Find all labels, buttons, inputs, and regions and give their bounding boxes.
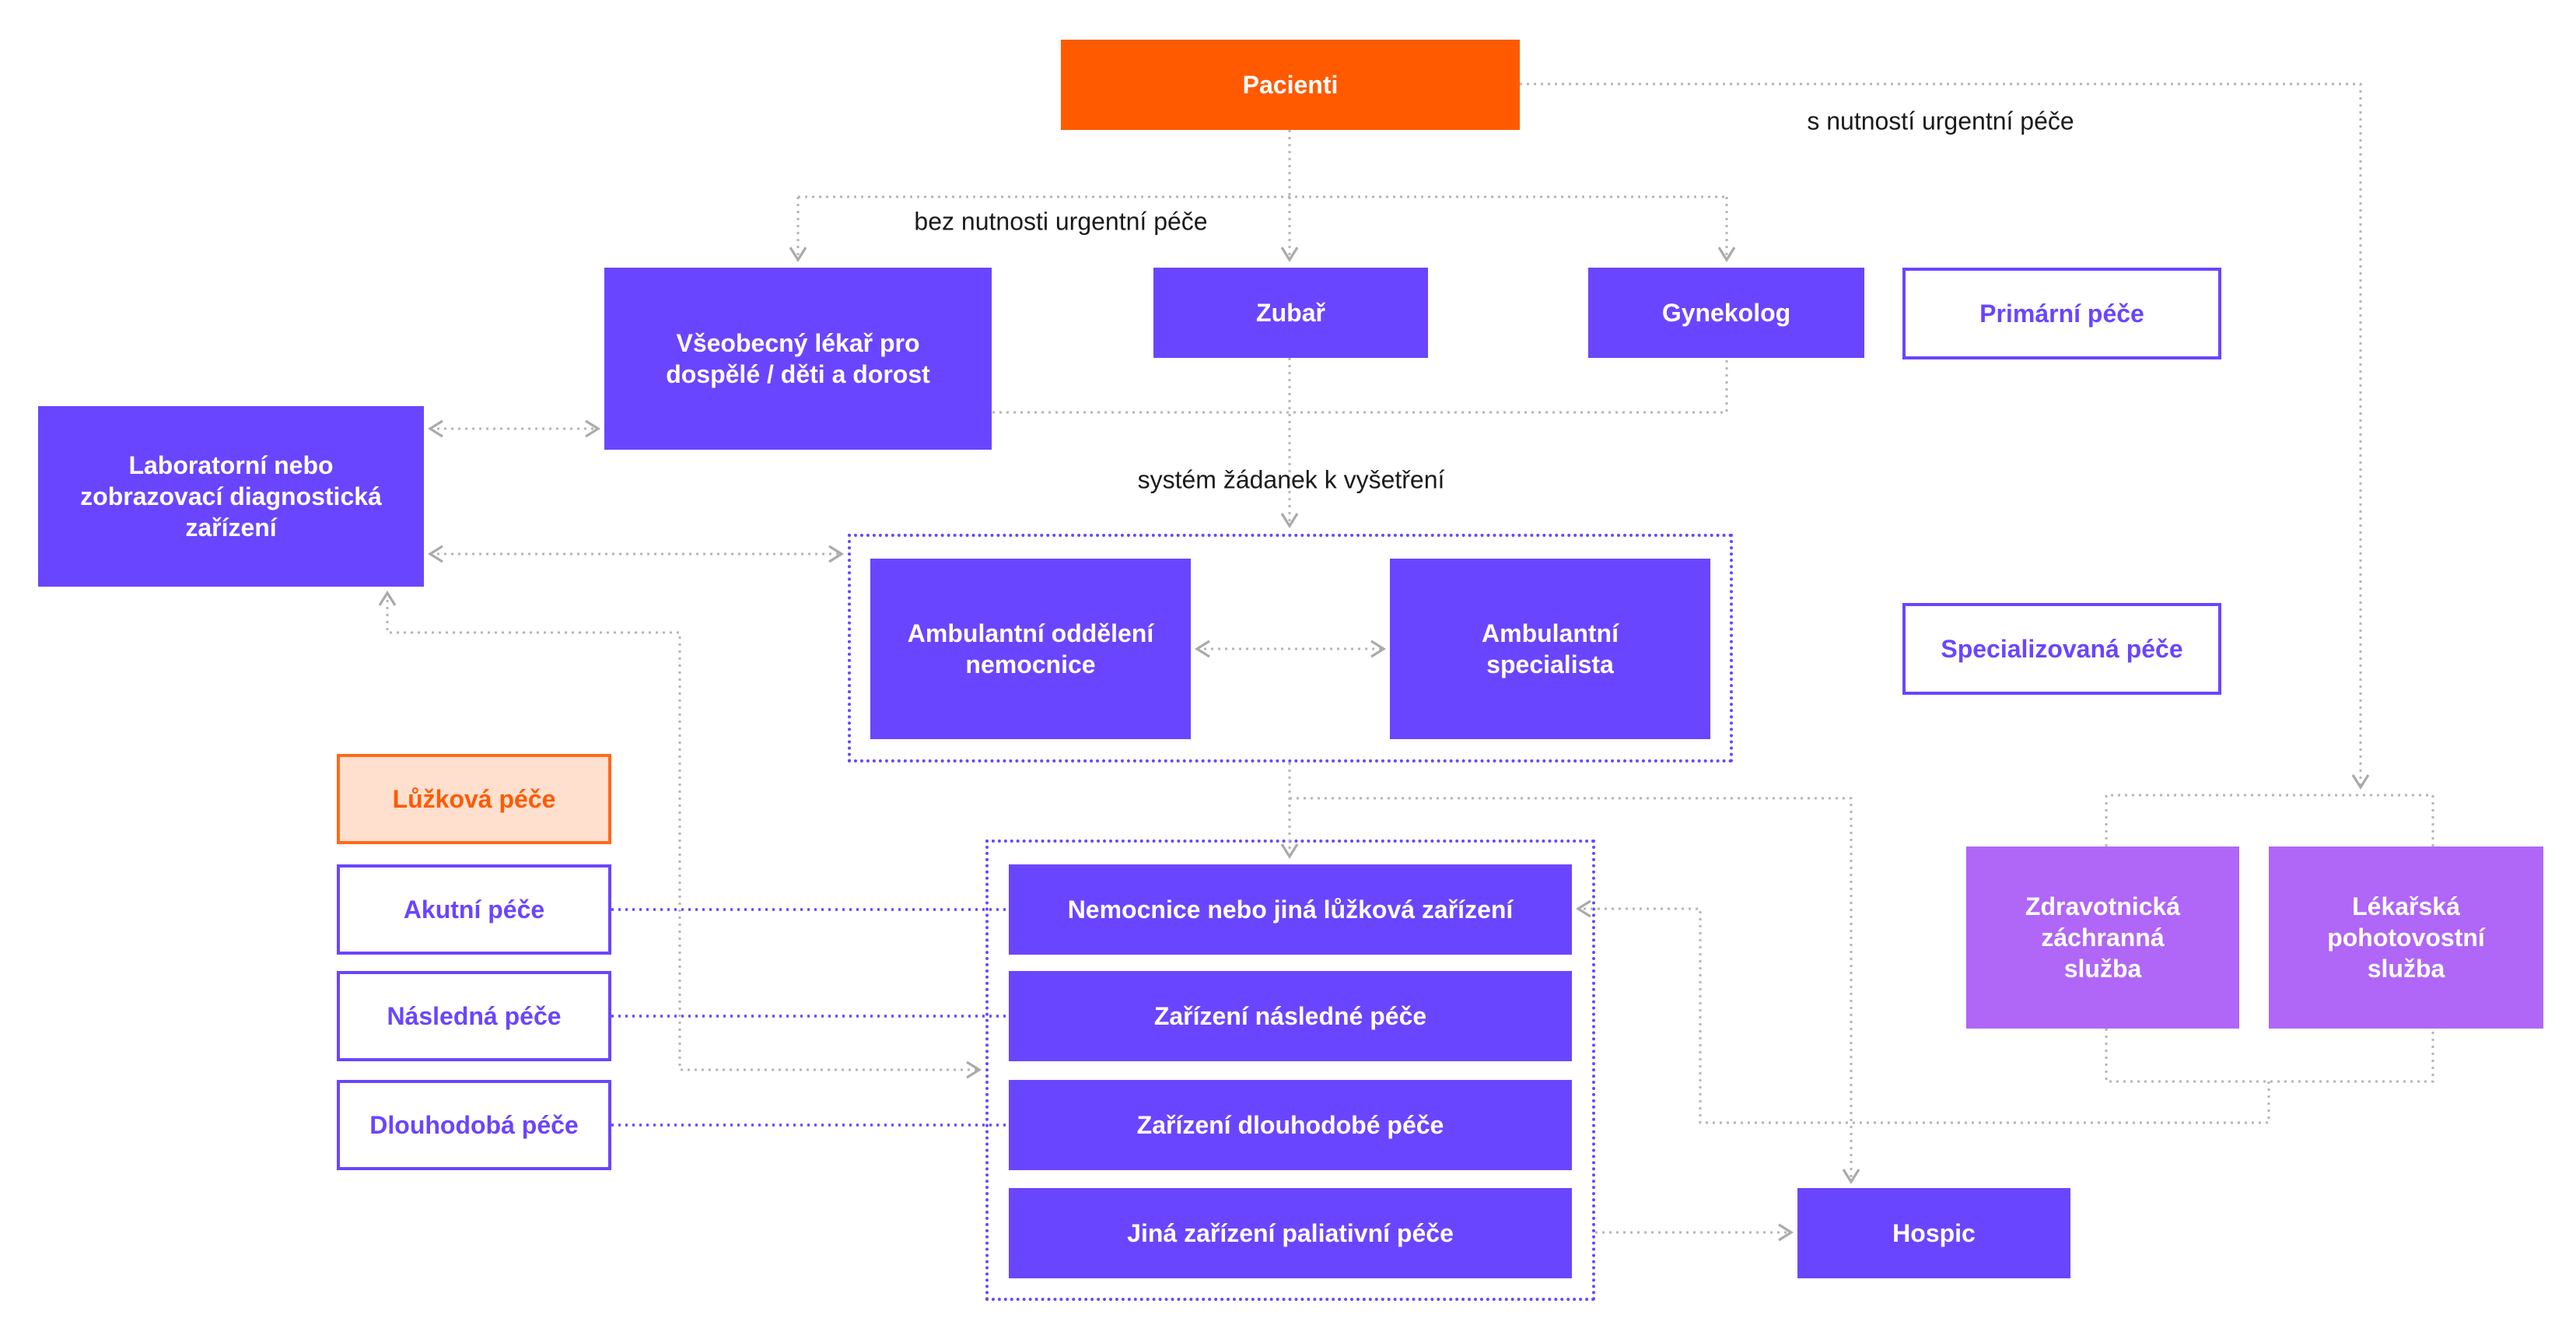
long-term-facility-node: Zařízení dlouhodobé péče (1009, 1080, 1572, 1170)
lab-inpatient-connector (378, 590, 982, 1079)
inpatient-care-category: Lůžková péče (337, 754, 611, 844)
ambulatory-hospice-connector (1290, 797, 1860, 1185)
hospice-node: Hospic (1797, 1188, 2070, 1278)
outpatient-department-node: Ambulantní oddělení nemocnice (870, 559, 1191, 739)
laboratory-node: Laboratorní nebo zobrazovací diagnostick… (38, 406, 424, 587)
node-label: Lékařská pohotovostní služba (2327, 892, 2485, 983)
node-label: Ambulantní specialista (1482, 619, 1619, 678)
category-label: Akutní péče (403, 896, 545, 924)
long-term-care-category: Dlouhodobá péče (337, 1080, 611, 1170)
node-label: Pacienti (1242, 71, 1339, 99)
general-practitioner-node: Všeobecný lékař pro dospělé / děti a dor… (604, 268, 992, 450)
specialized-care-category: Specializovaná péče (1902, 603, 2221, 695)
patients-node: Pacienti (1061, 40, 1520, 130)
node-label: Zařízení dlouhodobé péče (1136, 1111, 1444, 1139)
urgent-care-connector (1520, 82, 2370, 790)
urgent-care-label: s nutností urgentní péče (1807, 107, 2074, 135)
emergency-join-connector (2105, 1029, 2434, 1083)
emergency-hospital-connector (1575, 899, 2270, 1124)
node-label: Zařízení následné péče (1153, 1002, 1427, 1030)
follow-up-facility-node: Zařízení následné péče (1009, 971, 1572, 1061)
node-label: Všeobecný lékař pro dospělé / děti a dor… (666, 329, 930, 388)
non-urgent-care-label: bez nutnosti urgentní péče (914, 207, 1208, 236)
node-label: Hospic (1892, 1219, 1976, 1247)
referral-system-label: systém žádanek k vyšetření (1137, 465, 1445, 494)
hospital-node: Nemocnice nebo jiná lůžková zařízení (1009, 864, 1572, 955)
category-label: Specializovaná péče (1941, 635, 2183, 663)
node-label: Jiná zařízení paliativní péče (1127, 1219, 1454, 1247)
outpatient-specialist-node: Ambulantní specialista (1390, 559, 1710, 739)
node-label: Zdravotnická záchranná služba (2025, 892, 2181, 983)
node-label: Ambulantní oddělení nemocnice (907, 619, 1154, 678)
primary-care-category: Primární péče (1902, 268, 2221, 359)
emergency-doctor-service-node: Lékařská pohotovostní služba (2269, 847, 2543, 1029)
category-label: Primární péče (1979, 300, 2144, 328)
node-label: Gynekolog (1661, 299, 1791, 327)
node-label: Zubař (1256, 299, 1325, 327)
dentist-node: Zubař (1153, 268, 1428, 358)
category-label: Dlouhodobá péče (369, 1111, 579, 1139)
category-label: Následná péče (387, 1002, 562, 1030)
category-label: Lůžková péče (392, 785, 556, 813)
palliative-facility-node: Jiná zařízení paliativní péče (1009, 1188, 1572, 1278)
follow-up-care-category: Následná péče (337, 971, 611, 1061)
acute-care-category: Akutní péče (337, 864, 611, 955)
primary-care-join-connector (992, 358, 1728, 414)
node-label: Laboratorní nebo zobrazovací diagnostick… (80, 451, 382, 542)
gynecologist-node: Gynekolog (1588, 268, 1864, 358)
node-label: Nemocnice nebo jiná lůžková zařízení (1067, 896, 1514, 924)
emergency-split-connector (2105, 794, 2434, 847)
emergency-medical-service-node: Zdravotnická záchranná služba (1966, 847, 2239, 1029)
